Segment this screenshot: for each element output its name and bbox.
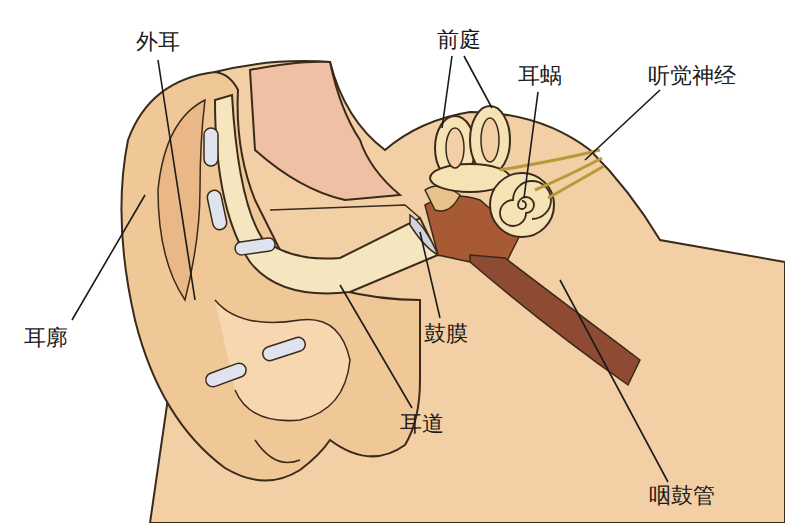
- part-label: 听觉神经: [648, 63, 736, 88]
- eustachian-tube: [470, 255, 640, 385]
- canal-wall: [270, 205, 420, 218]
- part-label: 耳廓: [24, 325, 68, 350]
- auricle-fold: [158, 100, 205, 300]
- lobe-line: [255, 440, 300, 463]
- part-label: 前庭: [437, 27, 481, 52]
- part-label: 外耳: [136, 29, 180, 54]
- leader-lines: [72, 56, 668, 482]
- temporal-bone: [250, 62, 400, 200]
- part-label: 咽鼓管: [649, 483, 715, 508]
- cochlea: [490, 173, 554, 237]
- ear-canal: [215, 95, 438, 293]
- semicircular-canals: [430, 106, 510, 192]
- concha: [215, 300, 350, 421]
- canal-holes: [446, 118, 499, 168]
- cartilage: [204, 128, 307, 389]
- part-label: 耳道: [400, 411, 444, 436]
- part-label: 鼓膜: [424, 321, 468, 346]
- part-label: 耳蜗: [518, 63, 562, 88]
